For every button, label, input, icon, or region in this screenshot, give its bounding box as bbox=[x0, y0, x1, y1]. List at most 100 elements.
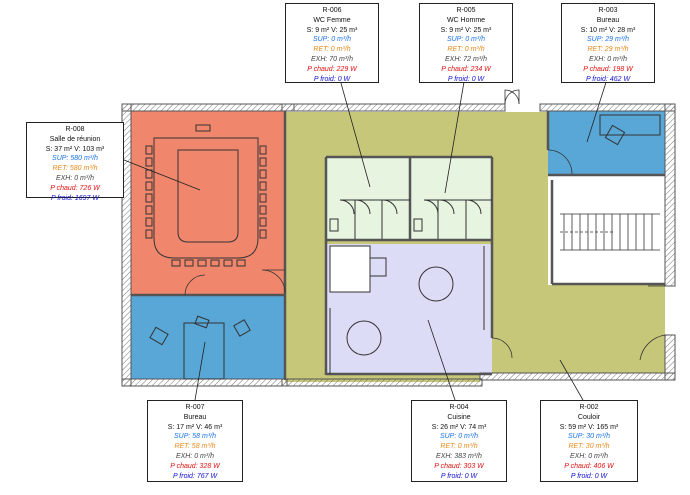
return-flow: RET: 0 m³/h bbox=[447, 46, 485, 54]
chair bbox=[145, 145, 153, 155]
cooling-power: P froid: 0 W bbox=[313, 75, 351, 83]
cooling-power: P froid: 767 W bbox=[172, 472, 218, 480]
exhaust-flow: EXH: 0 m³/h bbox=[175, 452, 215, 460]
exhaust-flow: EXH: 0 m³/h bbox=[588, 55, 628, 63]
room-id: R-003 bbox=[598, 7, 618, 14]
heating-power: P chaud: 303 W bbox=[434, 462, 484, 470]
room-id: R-004 bbox=[449, 404, 469, 411]
stairs bbox=[560, 213, 660, 251]
room-tag-r004[interactable]: R-004 Cuisine S: 26 m² V: 74 m³ SUP: 0 m… bbox=[411, 400, 507, 482]
return-flow: RET: 580 m³/h bbox=[52, 165, 98, 173]
return-flow: RET: 29 m³/h bbox=[587, 46, 629, 54]
room-tag-r005[interactable]: R-005 WC Homme S: 9 m² V: 25 m³ SUP: 0 m… bbox=[419, 3, 513, 83]
cooling-power: P froid: 0 W bbox=[570, 472, 608, 480]
room-tag-r006[interactable]: R-006 WC Femme S: 9 m² V: 25 m³ SUP: 0 m… bbox=[285, 3, 379, 83]
room-fill-r007[interactable] bbox=[131, 295, 285, 379]
cooling-power: P froid: 462 W bbox=[585, 75, 631, 83]
chair bbox=[259, 205, 267, 215]
heating-power: P chaud: 198 W bbox=[583, 65, 633, 73]
chair bbox=[197, 259, 207, 267]
chair bbox=[259, 193, 267, 203]
chair bbox=[145, 217, 153, 227]
return-flow: RET: 30 m³/h bbox=[568, 443, 610, 451]
room-area-volume: S: 9 m² V: 25 m³ bbox=[306, 26, 358, 34]
chair bbox=[145, 181, 153, 191]
room-name: Cuisine bbox=[447, 413, 471, 421]
room-area-volume: S: 26 m² V: 74 m³ bbox=[431, 423, 487, 431]
chair bbox=[259, 217, 267, 227]
room-id: R-005 bbox=[456, 7, 476, 14]
room-fill-r005[interactable] bbox=[410, 157, 492, 239]
chair bbox=[145, 157, 153, 167]
supply-flow: SUP: 58 m³/h bbox=[173, 433, 216, 441]
room-tag-r008[interactable]: R-008 Salle de réunion S: 37 m² V: 103 m… bbox=[26, 122, 124, 202]
chair bbox=[259, 145, 267, 155]
chair bbox=[259, 229, 267, 239]
heating-power: P chaud: 328 W bbox=[170, 462, 220, 470]
return-flow: RET: 58 m³/h bbox=[174, 443, 216, 451]
room-area-volume: S: 17 m² V: 46 m³ bbox=[167, 423, 223, 431]
doors bbox=[184, 89, 666, 361]
chair bbox=[145, 229, 153, 239]
room-id: R-007 bbox=[185, 404, 205, 411]
room-fill-r008[interactable] bbox=[131, 111, 285, 295]
supply-flow: SUP: 29 m³/h bbox=[586, 36, 629, 44]
chair bbox=[223, 259, 233, 267]
chair bbox=[171, 259, 181, 267]
chair bbox=[210, 259, 220, 267]
room-id: R-002 bbox=[579, 404, 599, 411]
chair bbox=[259, 169, 267, 179]
exterior-walls bbox=[121, 103, 676, 387]
room-area-volume: S: 10 m² V: 28 m³ bbox=[580, 26, 636, 34]
chair bbox=[184, 259, 194, 267]
room-name: Bureau bbox=[183, 413, 207, 421]
supply-flow: SUP: 0 m³/h bbox=[446, 36, 486, 44]
room-name: WC Homme bbox=[446, 16, 486, 24]
exhaust-flow: EXH: 0 m³/h bbox=[55, 174, 95, 182]
room-area-volume: S: 37 m² V: 103 m³ bbox=[45, 145, 105, 153]
exhaust-flow: EXH: 0 m³/h bbox=[569, 452, 609, 460]
chair bbox=[236, 259, 246, 267]
chair bbox=[259, 157, 267, 167]
return-flow: RET: 0 m³/h bbox=[313, 46, 351, 54]
room-area-volume: S: 59 m² V: 165 m³ bbox=[559, 423, 619, 431]
interior-walls bbox=[131, 111, 665, 380]
heating-power: P chaud: 229 W bbox=[307, 65, 357, 73]
supply-flow: SUP: 0 m³/h bbox=[439, 433, 479, 441]
room-tag-r002[interactable]: R-002 Couloir S: 59 m² V: 165 m³ SUP: 30… bbox=[540, 400, 638, 482]
room-id: R-006 bbox=[322, 7, 342, 14]
room-fill-r006[interactable] bbox=[326, 157, 410, 239]
stairwell bbox=[552, 180, 665, 284]
room-id: R-008 bbox=[65, 126, 85, 133]
exhaust-flow: EXH: 70 m³/h bbox=[310, 55, 353, 63]
chair bbox=[145, 205, 153, 215]
heating-power: P chaud: 726 W bbox=[50, 184, 100, 192]
return-flow: RET: 0 m³/h bbox=[440, 443, 478, 451]
room-name: WC Femme bbox=[313, 16, 351, 24]
room-name: Bureau bbox=[596, 16, 620, 24]
wc-cubicles bbox=[329, 199, 492, 239]
cooling-power: P froid: 0 W bbox=[440, 472, 478, 480]
leader-lines bbox=[123, 75, 609, 401]
heating-power: P chaud: 406 W bbox=[564, 462, 614, 470]
cooling-power: P froid: 0 W bbox=[447, 75, 485, 83]
room-tag-r007[interactable]: R-007 Bureau S: 17 m² V: 46 m³ SUP: 58 m… bbox=[147, 400, 243, 482]
meeting-table bbox=[145, 124, 267, 267]
supply-flow: SUP: 30 m³/h bbox=[567, 433, 610, 441]
supply-flow: SUP: 580 m³/h bbox=[52, 155, 98, 163]
room-name: Salle de réunion bbox=[49, 135, 101, 143]
heating-power: P chaud: 234 W bbox=[441, 65, 491, 73]
exhaust-flow: EXH: 383 m³/h bbox=[436, 452, 482, 460]
room-area-volume: S: 9 m² V: 25 m³ bbox=[440, 26, 492, 34]
office-furniture bbox=[149, 114, 661, 380]
room-tag-r003[interactable]: R-003 Bureau S: 10 m² V: 28 m³ SUP: 29 m… bbox=[561, 3, 655, 83]
room-fill-r003[interactable] bbox=[548, 111, 665, 175]
kitchen-furniture bbox=[329, 245, 485, 374]
chair bbox=[145, 193, 153, 203]
room-name: Couloir bbox=[577, 413, 601, 421]
exhaust-flow: EXH: 72 m³/h bbox=[444, 55, 487, 63]
chair bbox=[259, 181, 267, 191]
cooling-power: P froid: 1697 W bbox=[51, 194, 99, 202]
supply-flow: SUP: 0 m³/h bbox=[312, 36, 352, 44]
